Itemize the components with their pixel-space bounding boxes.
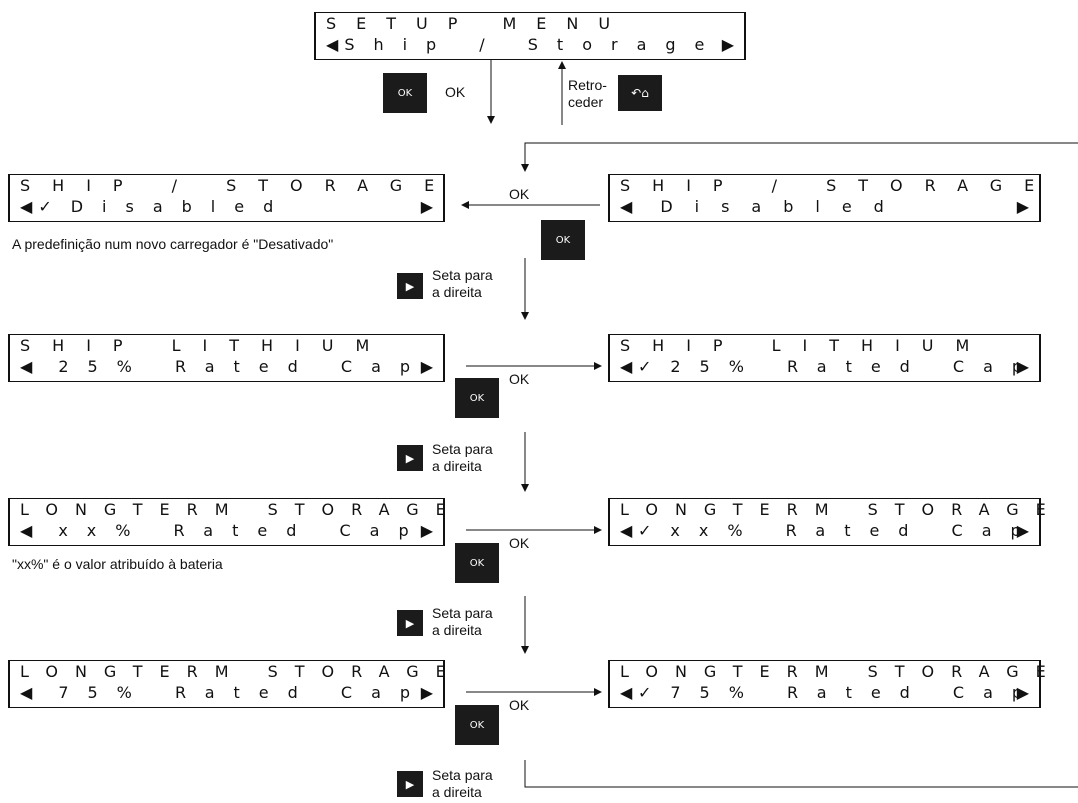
- ok-button[interactable]: OK: [455, 705, 499, 745]
- ok-button[interactable]: OK: [455, 378, 499, 418]
- right-arrow-button[interactable]: ▶: [397, 445, 423, 471]
- seta-label-line2: a direita: [432, 284, 482, 300]
- right-triangle-icon: ▶: [405, 616, 415, 630]
- lcd-line2: ✓Disabled: [38, 197, 293, 216]
- lcd-line2: 75% Rated Cap: [58, 683, 430, 702]
- right-arrow-icon: ▶: [420, 683, 433, 702]
- right-arrow-button[interactable]: ▶: [397, 273, 423, 299]
- lcd-line2: ✓xx% Rated Cap: [637, 521, 1040, 540]
- seta-label-line2: a direita: [432, 784, 482, 800]
- right-arrow-icon: ▶: [1016, 357, 1029, 376]
- lcd-longterm-75: LONGTERM STORAGE ◀ 75% Rated Cap ▶: [8, 660, 463, 708]
- return-path-top: [521, 142, 1078, 172]
- grid-ok-icon: OK: [469, 557, 485, 569]
- left-arrow-icon: ◀: [620, 357, 633, 376]
- grid-ok-icon: OK: [469, 392, 485, 404]
- right-arrow-icon: ▶: [1016, 683, 1029, 702]
- back-home-button[interactable]: ↶⌂: [618, 75, 662, 111]
- left-arrow-icon: ◀: [620, 521, 633, 540]
- grid-ok-icon: OK: [397, 87, 413, 99]
- ok-label: OK: [445, 84, 466, 100]
- ok-button[interactable]: OK: [455, 543, 499, 583]
- right-arrow-icon: ▶: [721, 35, 734, 54]
- grid-ok-icon: OK: [555, 234, 571, 246]
- right-arrow-icon: ▶: [420, 197, 433, 216]
- lcd-line2: ✓25% Rated Cap: [637, 357, 1042, 376]
- ok-button[interactable]: OK: [541, 220, 585, 260]
- seta-label-line2: a direita: [432, 622, 482, 638]
- lcd-longterm-xx-checked: LONGTERM STORAGE ◀ ✓xx% Rated Cap ▶: [608, 498, 1063, 546]
- right-arrow-icon: ▶: [1016, 197, 1029, 216]
- lcd-line1: LONGTERM STORAGE: [20, 500, 463, 519]
- seta-label-line1: Seta para: [432, 441, 493, 457]
- lcd-ship-storage-default: SHIP / STORAGE ◀ ✓Disabled ▶: [8, 174, 445, 222]
- right-triangle-icon: ▶: [405, 279, 415, 293]
- lcd-line1: LONGTERM STORAGE: [620, 500, 1063, 519]
- left-arrow-icon: ◀: [620, 683, 633, 702]
- grid-ok-icon: OK: [469, 719, 485, 731]
- seta-label-line1: Seta para: [432, 267, 493, 283]
- right-arrow-icon: ▶: [420, 357, 433, 376]
- default-note: A predefinição num novo carregador é "De…: [12, 236, 334, 252]
- right-arrow-icon: ▶: [420, 521, 433, 540]
- lcd-ship-lithium: SHIP LITHIUM ◀ 25% Rated Cap ▶: [8, 334, 445, 382]
- return-path-bottom: [524, 760, 1078, 788]
- lcd-line1: SHIP LITHIUM: [20, 336, 392, 355]
- lcd-line1: SETUP MENU: [326, 14, 631, 33]
- lcd-line1: LONGTERM STORAGE: [20, 662, 463, 681]
- left-arrow-icon: ◀: [620, 197, 633, 216]
- left-arrow-icon: ◀: [20, 521, 33, 540]
- xx-note: "xx%" é o valor atribuído à bateria: [12, 556, 223, 572]
- back-label-line2: ceder: [568, 94, 604, 110]
- lcd-line1: LONGTERM STORAGE: [620, 662, 1063, 681]
- right-arrow-button[interactable]: ▶: [397, 771, 423, 797]
- ok-label: OK: [509, 535, 530, 551]
- back-home-icon: ↶⌂: [631, 86, 649, 100]
- lcd-setup-menu: SETUP MENU ◀ Ship / Storage ▶: [314, 12, 746, 60]
- seta-label-line1: Seta para: [432, 605, 493, 621]
- ok-label: OK: [509, 371, 530, 387]
- lcd-line2: Disabled: [660, 197, 906, 216]
- lcd-ship-storage-select: SHIP / STORAGE ◀ Disabled ▶: [608, 174, 1041, 222]
- right-triangle-icon: ▶: [405, 451, 415, 465]
- left-arrow-icon: ◀: [326, 35, 339, 54]
- right-arrow-button[interactable]: ▶: [397, 610, 423, 636]
- lcd-line1: SHIP / STORAGE: [620, 176, 1057, 195]
- lcd-line2: ✓75% Rated Cap: [637, 683, 1042, 702]
- lcd-line1: SHIP LITHIUM: [620, 336, 992, 355]
- ok-label: OK: [509, 186, 530, 202]
- ok-label: OK: [509, 697, 530, 713]
- right-arrow-icon: ▶: [1016, 521, 1029, 540]
- lcd-line1: SHIP / STORAGE: [20, 176, 457, 195]
- left-arrow-icon: ◀: [20, 197, 33, 216]
- seta-label-line1: Seta para: [432, 767, 493, 783]
- lcd-line2: xx% Rated Cap: [58, 521, 428, 540]
- left-arrow-icon: ◀: [20, 683, 33, 702]
- lcd-line2: 25% Rated Cap: [58, 357, 430, 376]
- back-label-line1: Retro-: [568, 77, 607, 93]
- ok-button[interactable]: OK: [383, 73, 427, 113]
- right-triangle-icon: ▶: [405, 777, 415, 791]
- lcd-longterm-75-checked: LONGTERM STORAGE ◀ ✓75% Rated Cap ▶: [608, 660, 1063, 708]
- lcd-line2: Ship / Storage: [344, 35, 724, 54]
- left-arrow-icon: ◀: [20, 357, 33, 376]
- lcd-ship-lithium-checked: SHIP LITHIUM ◀ ✓25% Rated Cap ▶: [608, 334, 1041, 382]
- seta-label-line2: a direita: [432, 458, 482, 474]
- lcd-longterm-xx: LONGTERM STORAGE ◀ xx% Rated Cap ▶: [8, 498, 463, 546]
